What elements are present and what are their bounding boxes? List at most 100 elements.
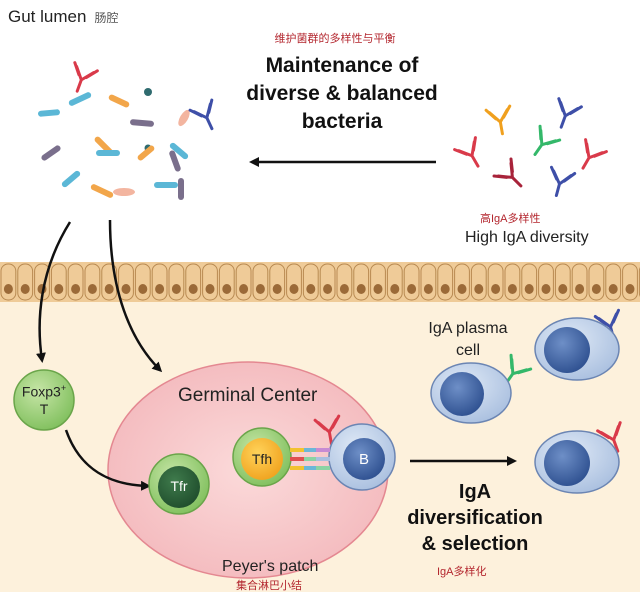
maintenance-line-2: diverse & balanced [246, 82, 438, 105]
epithelial-nucleus [205, 284, 215, 294]
epithelial-nucleus [289, 284, 299, 294]
epithelial-cell [118, 263, 134, 301]
foxp3-t-cell [13, 369, 75, 431]
epithelial-cell [302, 263, 319, 301]
epithelial-nucleus [423, 284, 433, 294]
arrow-lumen-to-germinal [108, 219, 163, 373]
b-cell-label: B [358, 451, 369, 468]
epithelium-layer [0, 262, 640, 302]
gut-lumen-title-zh: 肠腔 [94, 11, 119, 25]
epithelial-cell [185, 263, 202, 301]
peyers-patch-label: Peyer's patch [222, 558, 319, 575]
epithelial-cell [336, 263, 353, 301]
maintenance-title: Maintenance of diverse & balanced bacter… [222, 52, 462, 136]
antibody-icon [581, 138, 608, 170]
epithelial-nucleus [323, 284, 333, 294]
epithelial-cell [571, 263, 588, 301]
epithelial-nucleus [138, 284, 148, 294]
bacteria-cluster [38, 88, 190, 200]
bacterium [137, 145, 155, 161]
arrow-foxp3-to-tfr [64, 429, 151, 491]
epithelial-nucleus [524, 284, 534, 294]
plasma-cell-line-1: IgA plasma [428, 320, 508, 337]
epithelial-nucleus [608, 284, 618, 294]
epithelial-nucleus [272, 284, 282, 294]
maintenance-line-1: Maintenance of [265, 54, 419, 77]
epithelial-cell [554, 263, 571, 301]
epithelial-nucleus [575, 284, 585, 294]
bacterium [38, 109, 60, 117]
antibody-icon [453, 136, 480, 168]
antibody-icon [188, 98, 214, 131]
bacterium [41, 145, 61, 161]
bacterium [130, 119, 154, 127]
bacterium [178, 109, 190, 127]
antibody-icon [557, 97, 583, 129]
epithelial-cell [50, 263, 67, 301]
epithelial-nucleus [20, 284, 30, 294]
epithelial-nucleus [71, 284, 81, 294]
antibody-icon [73, 61, 99, 93]
epithelial-nucleus [457, 284, 467, 294]
epithelial-cell [252, 263, 269, 301]
antibody-icon [492, 157, 523, 188]
plasma-cell-top-right [534, 317, 620, 381]
epithelial-cell [67, 263, 84, 301]
epithelial-nucleus [491, 284, 501, 294]
epithelial-cell [470, 263, 487, 301]
tfh-b-receptor-interaction [290, 448, 330, 470]
tfh-cell [232, 427, 292, 487]
epithelial-cell [17, 263, 34, 301]
tfr-label: Tfr [170, 478, 188, 494]
epithelial-nucleus [255, 284, 265, 294]
iga-div-line-3: & selection [421, 533, 529, 555]
epithelial-nucleus [54, 284, 64, 294]
epithelial-nucleus [356, 284, 366, 294]
antibody-icon [596, 421, 622, 453]
epithelial-nucleus [3, 284, 13, 294]
epithelial-nucleus [390, 284, 400, 294]
tfh-label: Tfh [251, 451, 273, 467]
epithelial-cell [319, 263, 336, 301]
epithelial-cell [370, 263, 386, 301]
antibody-icon [484, 104, 512, 136]
epithelial-nucleus [104, 284, 114, 294]
tfr-cell [148, 453, 210, 515]
foxp3-t-label: Foxp3+ T [14, 380, 74, 418]
epithelial-cell [84, 263, 101, 301]
epithelial-nucleus [474, 284, 484, 294]
epithelial-nucleus [507, 284, 517, 294]
epithelial-nucleus [87, 284, 97, 294]
epithelial-nucleus [239, 284, 249, 294]
epithelial-cell [386, 263, 403, 301]
epithelial-nucleus [155, 284, 165, 294]
epithelial-cell [420, 263, 437, 301]
bacterium [144, 88, 152, 96]
plasma-cell-middle [430, 362, 512, 424]
maintenance-title-zh: 维护菌群的多样性与平衡 [274, 33, 396, 45]
epithelial-cell [269, 263, 286, 301]
plasma-cell-label: IgA plasma cell [412, 318, 524, 362]
epithelial-cell [605, 263, 622, 301]
epithelial-cell [403, 263, 420, 301]
bacterium [108, 94, 130, 108]
iga-div-line-1: IgA [458, 481, 492, 503]
epithelial-nucleus [558, 284, 568, 294]
epithelial-cell [218, 263, 235, 301]
antibody-icon [533, 124, 562, 156]
bacterium [96, 150, 120, 156]
arrows [36, 157, 517, 491]
epithelial-cell [168, 263, 185, 301]
epithelial-cell [286, 263, 302, 301]
bacterium [169, 150, 181, 172]
epithelial-cell [134, 263, 151, 301]
arrow-lumen-to-foxp3 [36, 221, 72, 363]
plasma-cell-line-2: cell [455, 342, 480, 359]
epithelial-nucleus [222, 284, 232, 294]
bacterium [113, 188, 135, 196]
iga-diversification-label: IgA diversification & selection [390, 479, 560, 557]
epithelial-cell [487, 263, 504, 301]
